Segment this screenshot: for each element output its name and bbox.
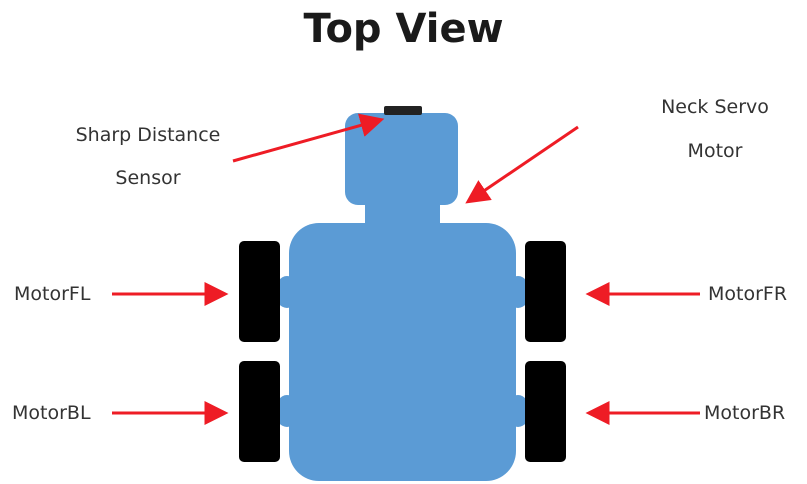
wheel-fr xyxy=(525,241,566,342)
distance-sensor xyxy=(384,106,422,115)
label-motor-br: MotorBR xyxy=(704,402,786,424)
robot-body xyxy=(289,223,516,481)
diagram-title: Top View xyxy=(303,6,504,52)
label-sensor-line2: Sensor xyxy=(115,167,181,189)
wheel-fl xyxy=(239,241,280,342)
robot-head xyxy=(345,113,458,205)
label-neck-line1: Neck Servo xyxy=(661,96,769,118)
arrow-sensor xyxy=(232,113,385,163)
label-neck-line2: Motor xyxy=(687,140,743,162)
label-sensor-line1: Sharp Distance xyxy=(75,124,221,146)
label-motor-bl: MotorBL xyxy=(12,402,91,424)
wheel-br xyxy=(525,361,566,462)
arrow-neck-servo xyxy=(465,125,579,204)
label-motor-fl: MotorFL xyxy=(14,283,91,305)
wheel-bl xyxy=(239,361,280,462)
label-motor-fr: MotorFR xyxy=(708,283,788,305)
